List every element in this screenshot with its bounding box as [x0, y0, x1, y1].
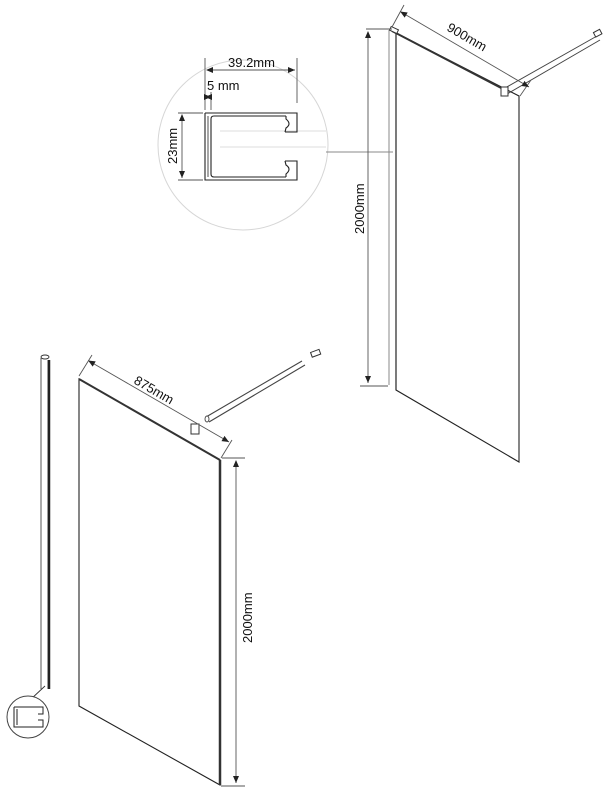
- bottom-panel-exploded: 875mm 2000mm: [6, 348, 322, 787]
- clamp-icon: [190, 423, 200, 435]
- glass-panel: [78, 378, 221, 786]
- extension-line: [391, 4, 405, 28]
- profile-detail: 39.2mm 5 mm 23mm: [157, 55, 393, 231]
- extension-line: [519, 79, 532, 97]
- stabilizer-bar: [504, 35, 601, 95]
- stabilizer-bar: [205, 360, 306, 423]
- extension-line: [220, 439, 233, 459]
- profile-width-label: 39.2mm: [228, 55, 275, 70]
- wall-bracket-icon: [309, 348, 322, 358]
- bottom-height-label: 2000mm: [240, 592, 255, 643]
- glass-panel: [395, 32, 520, 463]
- clamp-icon: [500, 86, 509, 97]
- u-profile-icon: [204, 112, 298, 181]
- top-width-label: 900mm: [445, 20, 490, 55]
- small-detail-circle: [6, 695, 50, 739]
- wall-bracket-icon: [592, 28, 603, 38]
- wall-profile: [40, 358, 49, 689]
- extension-line: [78, 354, 93, 377]
- profile-wall-label: 5 mm: [207, 78, 240, 93]
- top-cap-icon: [388, 25, 400, 35]
- width-dimension-line: [88, 360, 230, 443]
- profile-top-cap: [40, 354, 50, 360]
- width-dimension-line: [400, 11, 530, 88]
- detail-circle: [157, 59, 329, 231]
- profile-height-label: 23mm: [165, 128, 180, 164]
- top-height-label: 2000mm: [352, 183, 367, 234]
- top-panel-assembly: 900mm 2000mm: [352, 4, 603, 463]
- small-u-profile-icon: [13, 706, 44, 728]
